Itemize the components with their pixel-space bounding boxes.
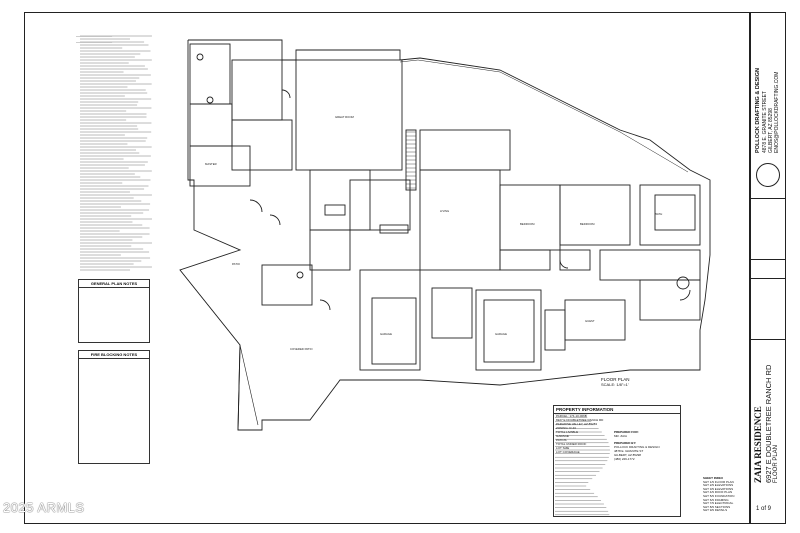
prepared-by-title: PREPARED BY: [614, 441, 637, 445]
sheet-index-item: SHT 3/9 ELEVATIONS [703, 486, 734, 491]
firm-name: POLLOCK DRAFTING & DESIGN [755, 68, 761, 153]
room-label: LIVING [440, 209, 449, 213]
general-plan-notes-box: GENERAL PLAN NOTES [78, 279, 150, 343]
sheet-title: FLOOR PLAN [773, 444, 779, 483]
sheet-index-item: SHT 9/9 DETAILS [703, 508, 728, 513]
room-label: PATIO [232, 262, 241, 266]
firm-logo [756, 163, 780, 187]
floor-plan-title: FLOOR PLAN [601, 377, 630, 382]
prepared-by-line: 4878 E. GRANITE ST [614, 449, 644, 453]
exterior-wall [188, 39, 711, 371]
sheet-index-item: SHT 2/9 ELEVATIONS [703, 483, 734, 488]
sheet-index-item: SHT 1/9 FLOOR PLAN [703, 479, 734, 484]
room-label: GREAT ROOM [335, 115, 355, 119]
property-row: PARADISE VALLEY, AZ 85253 [556, 422, 598, 426]
prepared-for-block: PREPARED FOR: MR. ZAIA PREPARED BY: POLL… [614, 430, 680, 461]
room-label: COVERED PATIO [290, 347, 313, 351]
room-label: GARAGE [380, 332, 392, 336]
floor-plan-label: FLOOR PLAN SCALE: 1/8"=1' [601, 377, 630, 387]
scale-label: SCALE: 1/8"=1' [601, 382, 629, 387]
firm-web: ENOS@POLLOCKDRAFTING.COM [774, 71, 780, 153]
prepared-by-line: (480) 229-1772 [614, 457, 635, 461]
prepared-by-line: GILBERT, AZ 85298 [614, 453, 641, 457]
prepared-by-line: POLLOCK DRAFTING & DESIGN [614, 445, 660, 449]
project-address: 6927 E DOUBLETREE RANCH RD [764, 364, 773, 483]
sheet-index-title: SHEET INDEX [703, 476, 724, 480]
room-label: MASTER [205, 162, 217, 166]
room-label: GARAGE [495, 332, 507, 336]
room-label: BEDROOM [580, 222, 595, 226]
drawn-by-table [751, 278, 785, 340]
project-name: ZAIA RESIDENCE [753, 406, 763, 483]
sheet-index-item: SHT 4/9 ROOF PLAN [703, 490, 733, 495]
prepared-for-name: MR. ZAIA [614, 434, 628, 438]
room-label: BATH [655, 212, 662, 216]
property-row: 6927 E DOUBLETREE RANCH RD [556, 418, 604, 422]
title-block: POLLOCK DRAFTING & DESIGN 4878 E. GRANIT… [750, 12, 786, 524]
general-plan-notes-title: GENERAL PLAN NOTES [79, 280, 149, 288]
property-row: ZONING: R-43 [556, 426, 576, 430]
property-row: LOT COVERAGE [556, 450, 580, 454]
room-label: GUEST [585, 319, 595, 323]
sheet-index-item: SHT 7/9 ELECTRICAL [703, 501, 734, 506]
property-row: PATIOS [556, 438, 567, 442]
fire-blocking-notes-title: FIRE BLOCKING NOTES [79, 351, 149, 359]
property-info-title: PROPERTY INFORMATION [554, 406, 680, 414]
property-information-box: PROPERTY INFORMATION PARCEL: 174-10-006B… [553, 405, 681, 517]
sheet-border [24, 12, 750, 524]
sheet-index-item: SHT 6/9 FRAMING [703, 497, 729, 502]
property-row: TOTAL UNDER ROOF [556, 442, 587, 446]
prepared-for-title: PREPARED FOR: [614, 430, 639, 434]
sheet-index-item: SHT 5/9 FOUNDATION [703, 493, 735, 498]
exterior-wall [179, 40, 631, 431]
copyright-watermark: 2025 ARMLS [3, 500, 85, 515]
sheet-number: 1 of 9 [756, 506, 772, 512]
sheet-index-item: SHT 8/9 SECTIONS [703, 504, 731, 509]
room-label: BEDROOM [520, 222, 535, 226]
property-row: PARCEL: 174-10-006B [556, 414, 587, 418]
property-row: GARAGE [556, 434, 569, 438]
property-row: TOTAL LIVABLE [556, 430, 579, 434]
fire-blocking-notes-box: FIRE BLOCKING NOTES [78, 350, 150, 464]
revision-table [751, 198, 785, 260]
property-row: LOT SIZE [556, 446, 570, 450]
